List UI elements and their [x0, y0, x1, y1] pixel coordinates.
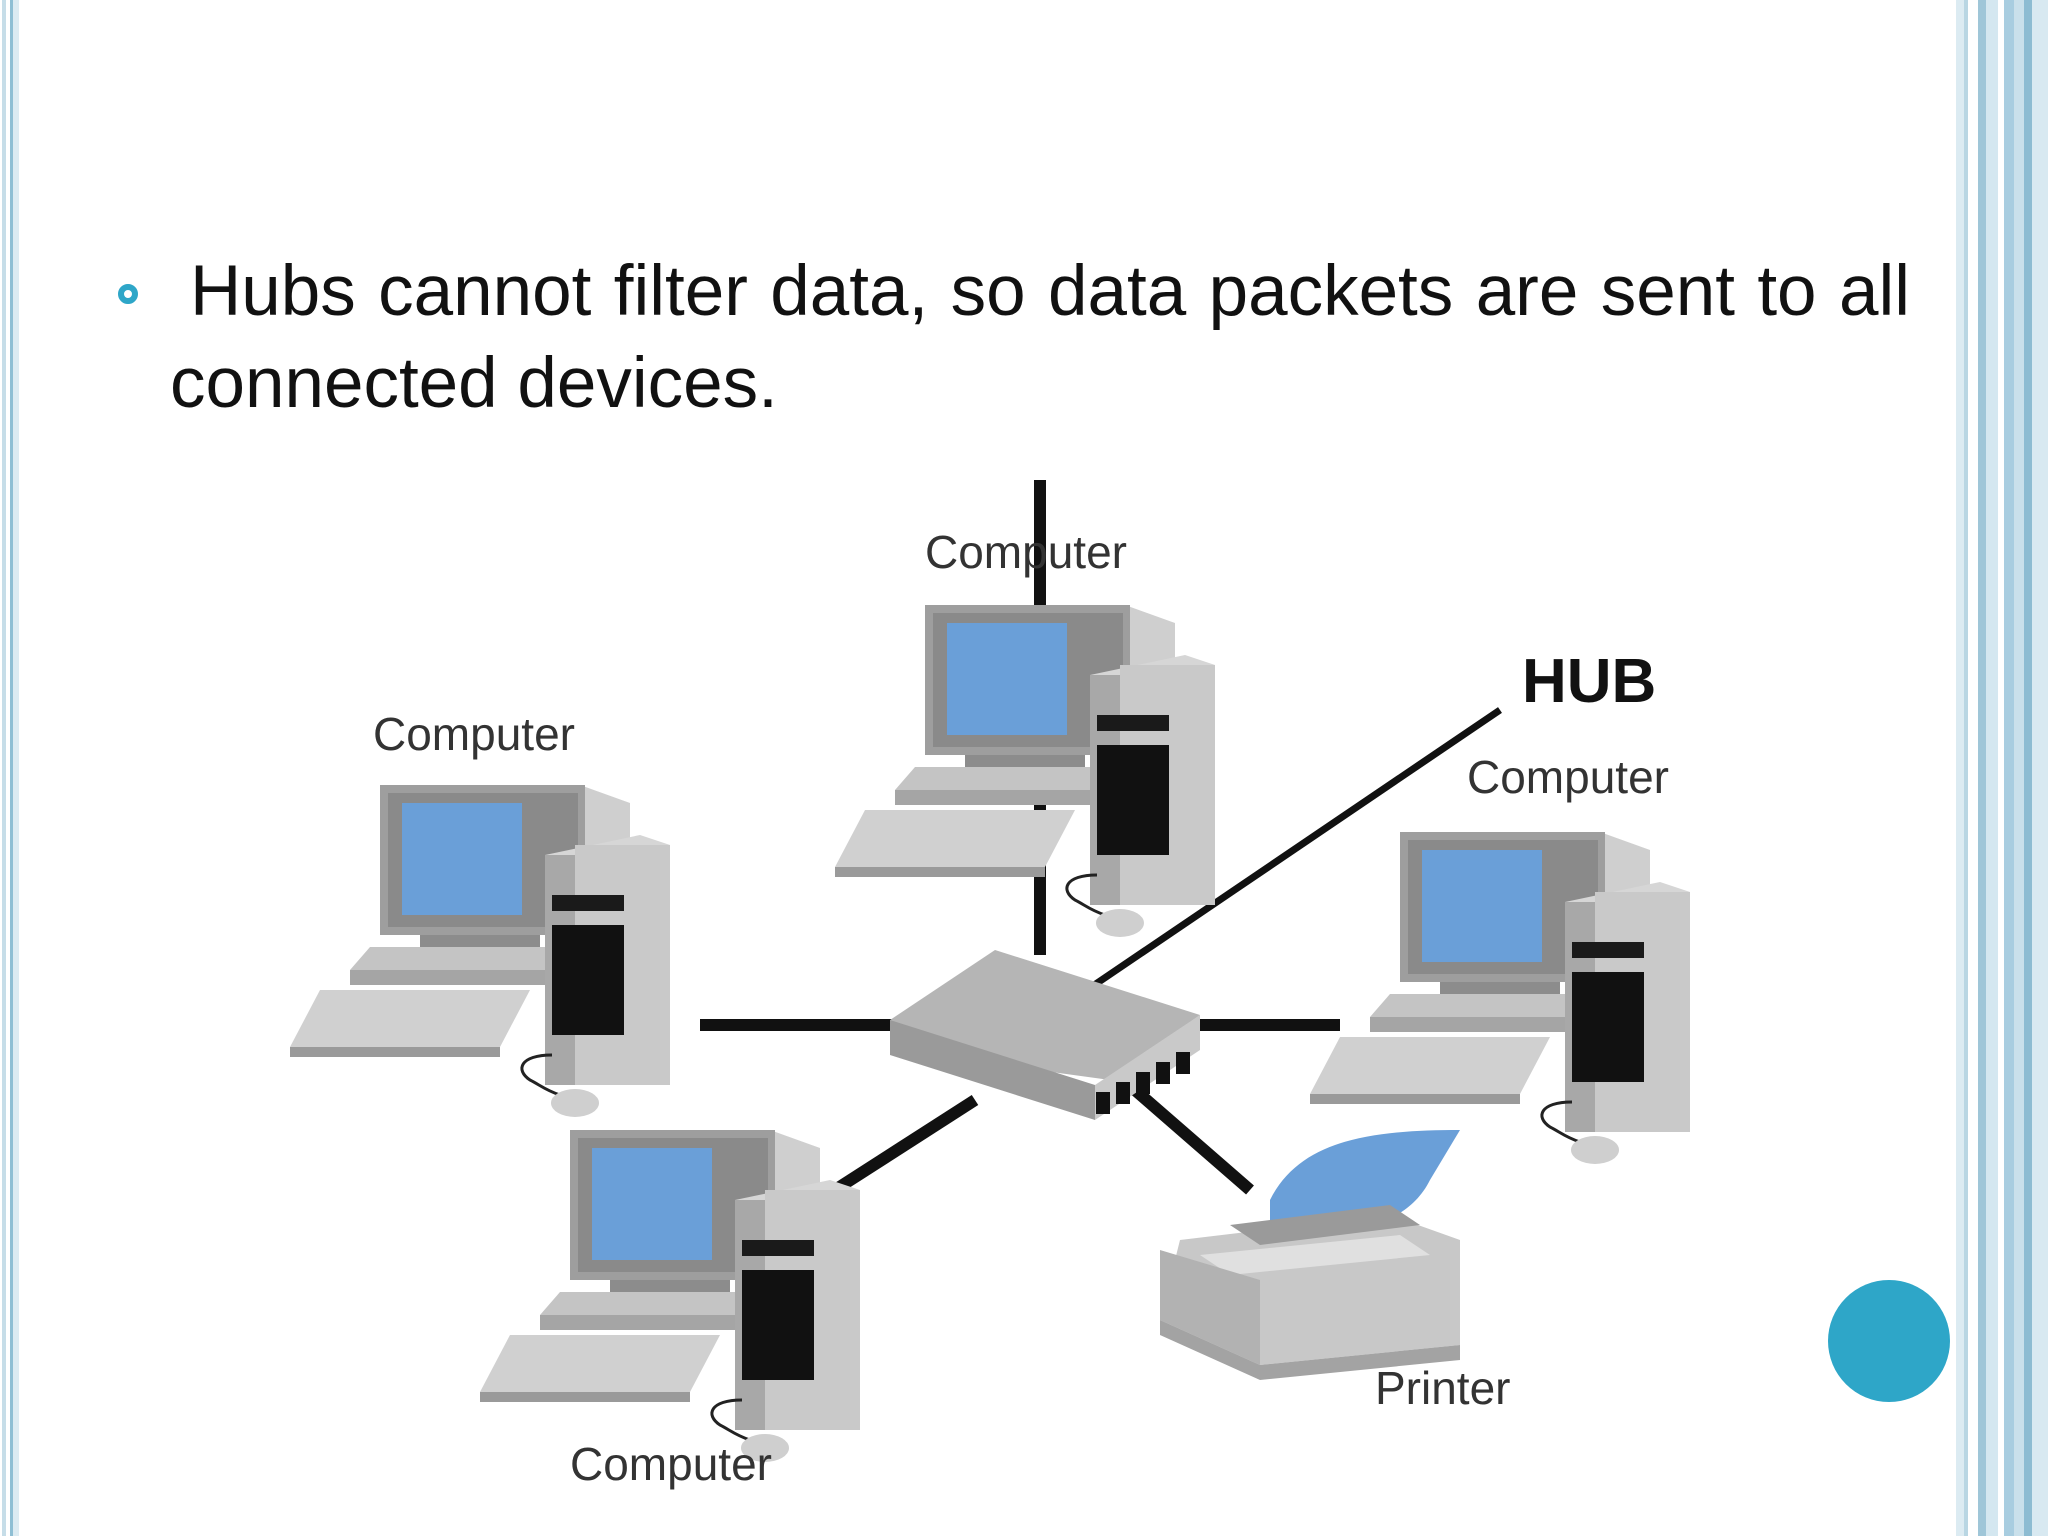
right-decorative-border [1956, 0, 2048, 1536]
computer-top-icon [833, 603, 1217, 939]
bullet-text: Hubs cannot filter data, so data packets… [170, 252, 1910, 423]
decorative-teal-circle [1828, 1280, 1950, 1402]
hub-device [890, 950, 1200, 1120]
cable-printer [1131, 1085, 1254, 1195]
hub-pointer-line [1048, 707, 1502, 1018]
computer-bottom-left-icon [478, 1128, 862, 1464]
bullet-icon [118, 284, 138, 304]
left-decorative-border [0, 0, 24, 1536]
computer-right-icon [1308, 830, 1692, 1166]
printer-icon [1160, 1130, 1460, 1380]
label-hub: HUB [1522, 647, 1656, 716]
hub-network-diagram: Computer Computer Computer Computer Prin… [0, 480, 1956, 1536]
label-computer-bottom: Computer [570, 1438, 772, 1490]
cable-bottom-left [834, 1094, 979, 1194]
computer-left-icon [288, 783, 672, 1119]
label-computer-top: Computer [925, 526, 1127, 578]
label-printer: Printer [1375, 1362, 1510, 1414]
label-computer-left: Computer [373, 708, 575, 760]
label-computer-right: Computer [1467, 751, 1669, 803]
